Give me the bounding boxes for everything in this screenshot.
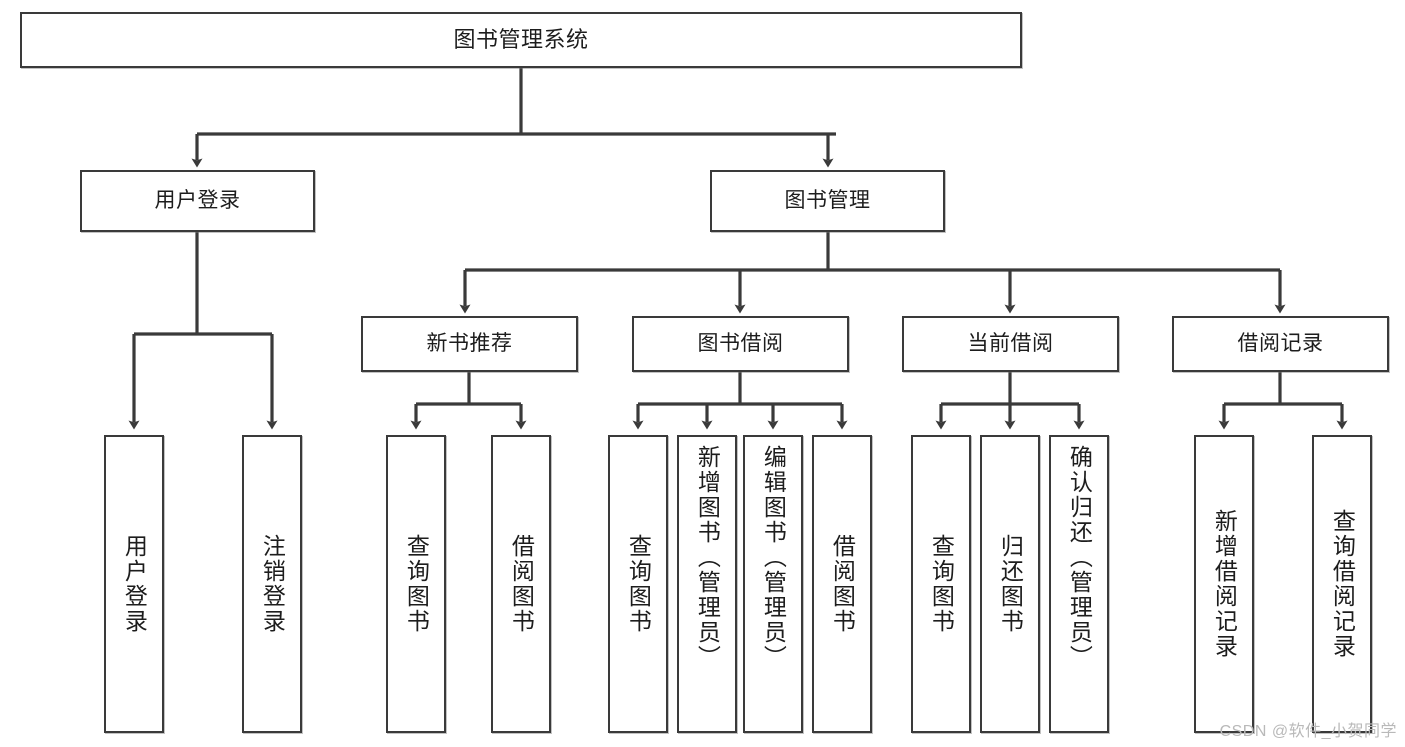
node-new-book-recommend[interactable]: 新书推荐 [361, 316, 578, 372]
leaf-current-query-book[interactable]: 查询图书 [911, 435, 971, 733]
node-label: 归还图书 [997, 534, 1024, 634]
node-root-system[interactable]: 图书管理系统 [20, 12, 1022, 68]
leaf-recommend-borrow-book[interactable]: 借阅图书 [491, 435, 551, 733]
node-label: 查询图书 [928, 534, 955, 634]
node-label: 注销登录 [259, 534, 286, 634]
node-label: 查询图书 [625, 534, 652, 634]
node-label: 用户登录 [121, 534, 148, 634]
leaf-record-query-record[interactable]: 查询借阅记录 [1312, 435, 1372, 733]
leaf-borrow-add-book-admin[interactable]: 新增图书（管理员） [677, 435, 737, 733]
node-label: 借阅记录 [1237, 332, 1324, 356]
watermark-text: CSDN @软件_小贺同学 [1219, 723, 1397, 740]
node-label: 用户登录 [154, 189, 241, 213]
leaf-user-login-signout[interactable]: 注销登录 [242, 435, 302, 733]
node-user-login[interactable]: 用户登录 [80, 170, 315, 232]
node-label: 查询图书 [403, 534, 430, 634]
leaf-user-login-signin[interactable]: 用户登录 [104, 435, 164, 733]
leaf-borrow-query-book[interactable]: 查询图书 [608, 435, 668, 733]
node-current-borrow[interactable]: 当前借阅 [902, 316, 1119, 372]
leaf-borrow-borrow-book[interactable]: 借阅图书 [812, 435, 872, 733]
node-label: 新书推荐 [426, 332, 513, 356]
node-label: 图书管理 [784, 189, 871, 213]
leaf-record-add-record[interactable]: 新增借阅记录 [1194, 435, 1254, 733]
leaf-current-confirm-return-admin[interactable]: 确认归还（管理员） [1049, 435, 1109, 733]
leaf-recommend-query-book[interactable]: 查询图书 [386, 435, 446, 733]
node-label: 新增图书（管理员） [694, 445, 721, 670]
leaf-borrow-edit-book-admin[interactable]: 编辑图书（管理员） [743, 435, 803, 733]
node-borrow-record[interactable]: 借阅记录 [1172, 316, 1389, 372]
node-label: 图书管理系统 [453, 26, 589, 52]
node-label: 确认归还（管理员） [1066, 445, 1093, 670]
node-label: 查询借阅记录 [1329, 509, 1356, 659]
node-label: 图书借阅 [697, 332, 784, 356]
node-book-management[interactable]: 图书管理 [710, 170, 945, 232]
node-label: 借阅图书 [508, 534, 535, 634]
node-book-borrow[interactable]: 图书借阅 [632, 316, 849, 372]
leaf-current-return-book[interactable]: 归还图书 [980, 435, 1040, 733]
node-label: 新增借阅记录 [1211, 509, 1238, 659]
node-label: 当前借阅 [967, 332, 1054, 356]
node-label: 编辑图书（管理员） [760, 445, 787, 670]
node-label: 借阅图书 [829, 534, 856, 634]
